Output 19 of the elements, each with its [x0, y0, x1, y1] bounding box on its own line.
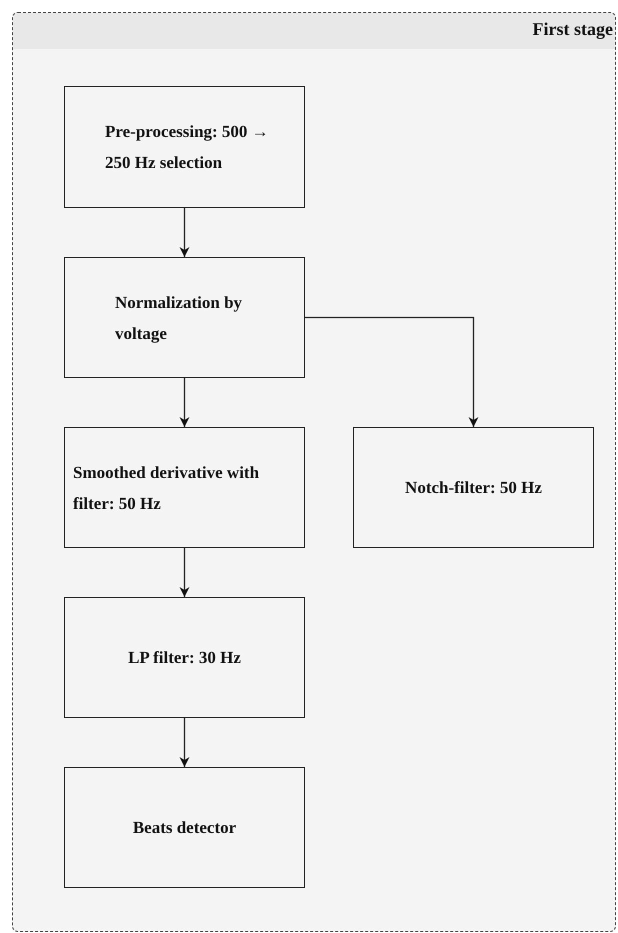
process-box — [64, 767, 305, 888]
process-box — [64, 597, 305, 718]
process-box — [64, 427, 305, 548]
box-label: Beats detector — [132, 817, 236, 839]
group-frame — [12, 12, 616, 932]
group-title: First stage — [532, 19, 613, 40]
arrow — [180, 548, 190, 597]
process-box — [353, 427, 594, 548]
arrow — [305, 316, 478, 427]
process-box — [64, 257, 305, 378]
box-label: LP filter: 30 Hz — [128, 647, 241, 669]
box-label: Smoothed derivative with filter: 50 Hz — [73, 462, 260, 514]
process-box — [64, 86, 305, 208]
box-label: Notch-filter: 50 Hz — [405, 477, 542, 499]
arrow — [180, 718, 190, 767]
arrow — [180, 378, 190, 427]
box-label: Normalization by voltage — [115, 292, 244, 345]
arrow — [180, 208, 190, 257]
box-label: Pre-processing: 500 → 250 Hz selection — [105, 121, 270, 174]
